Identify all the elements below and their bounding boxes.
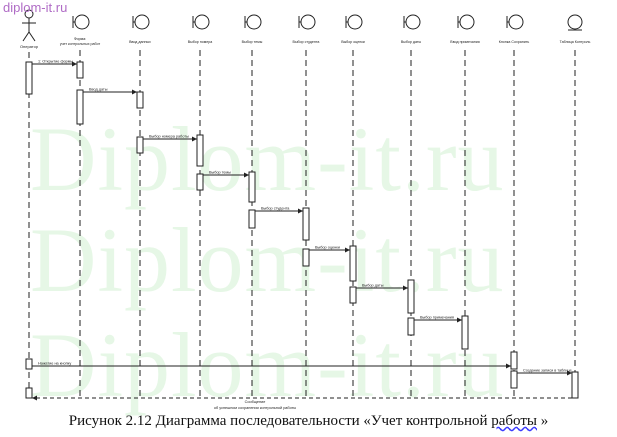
activation-box <box>407 279 415 314</box>
watermark-line-3: Diplom-it.ru <box>30 314 505 416</box>
activation-box <box>25 61 33 95</box>
figure-caption: Рисунок 2.12 Диаграмма последовательност… <box>0 413 617 430</box>
final-note-line-2: об успешном сохранении контрольной работ… <box>214 406 296 410</box>
arrow-head <box>403 285 408 291</box>
arrow-head <box>345 247 350 253</box>
lifeline-head-9 <box>506 14 524 30</box>
final-note-line-1: Сообщение <box>245 400 266 404</box>
lifeline-head-5 <box>298 14 316 30</box>
lifeline-label-1-a: Форма: <box>74 37 86 41</box>
boundary-icon <box>508 14 524 30</box>
caption-suffix: » <box>536 413 549 429</box>
boundary-icon <box>134 14 150 30</box>
activation-box <box>407 317 415 336</box>
activation-box <box>349 245 357 282</box>
arrow-head <box>192 136 197 142</box>
message-label-9: Нажатие на кнопку <box>38 362 71 366</box>
caption-prefix: Рисунок 2.12 Диаграмма последовательност… <box>68 413 492 429</box>
activation-box <box>510 370 518 389</box>
lifeline-head-6 <box>345 14 363 30</box>
activation-box <box>25 358 33 370</box>
activation-box <box>76 61 84 79</box>
boundary-icon <box>246 14 262 30</box>
activation-box <box>76 89 84 125</box>
lifeline-label-2: Ввод данных <box>129 40 151 44</box>
lifeline-label-5: Выбор студента <box>293 40 320 44</box>
activation-box <box>302 248 310 267</box>
lifeline-head-4 <box>244 14 262 30</box>
message-label-3: Выбор номера работы <box>149 135 189 139</box>
lifeline-label-9: Кнопка Сохранить <box>499 40 530 44</box>
site-watermark: diplom-it.ru <box>3 0 68 15</box>
lifeline-head-3 <box>192 14 210 30</box>
lifeline-label-6: Выбор оценки <box>341 40 365 44</box>
activation-box <box>136 91 144 109</box>
watermark-line-2: Diplom-it.ru <box>30 209 505 311</box>
message-label-7: Выбор даты <box>362 284 384 288</box>
arrow-head <box>132 89 137 95</box>
arrow-head <box>457 317 462 323</box>
boundary-icon <box>194 14 210 30</box>
lifeline-label-8: Ввод примечания <box>450 40 479 44</box>
message-label-10: Создание записи в таблице <box>523 369 572 373</box>
message-label-8: Выбор примечания <box>420 316 454 320</box>
activation-box <box>25 387 33 399</box>
activation-box <box>248 171 256 203</box>
boundary-icon <box>405 14 421 30</box>
lifeline-head-7 <box>403 14 421 30</box>
arrow-head <box>567 370 572 376</box>
arrow-head <box>506 363 511 369</box>
arrow-head <box>244 172 249 178</box>
boundary-icon <box>347 14 363 30</box>
lifeline-head-1 <box>72 14 90 30</box>
entity-icon <box>567 14 583 30</box>
boundary-icon <box>300 14 316 30</box>
activation-box <box>349 286 357 304</box>
actor-leg-left <box>22 31 30 42</box>
lifeline-head-2 <box>132 14 150 30</box>
actor-label: Оператор <box>20 44 39 49</box>
boundary-icon <box>74 14 90 30</box>
message-label-2: Ввод даты <box>89 88 108 92</box>
message-label-5: Выбор студента <box>261 207 290 211</box>
actor-icon <box>22 9 36 42</box>
arrow-head <box>72 61 77 67</box>
message-label-4: Выбор темы <box>209 171 231 175</box>
activation-box <box>571 371 579 399</box>
message-label-6: Выбор оценки <box>315 246 340 250</box>
activation-box <box>196 134 204 167</box>
caption-underlined-word: работы <box>491 413 537 429</box>
activation-box <box>196 173 204 191</box>
lifeline-head-10 <box>567 14 583 31</box>
lifeline-label-3: Выбор номера <box>188 40 212 44</box>
lifeline-label-7: Выбор даты <box>401 40 422 44</box>
lifeline-label-4: Выбор темы <box>242 40 263 44</box>
activation-box <box>248 209 256 229</box>
activation-box <box>461 315 469 350</box>
arrow-head <box>32 395 37 401</box>
arrow-head <box>298 208 303 214</box>
lifeline-label-1-b: учет контрольных работ <box>60 42 101 46</box>
boundary-icon <box>459 14 475 30</box>
activation-box <box>136 136 144 154</box>
activation-box <box>510 351 518 370</box>
lifeline-label-10: Таблица Контроль <box>560 40 591 44</box>
activation-box <box>302 207 310 241</box>
lifeline-head-8 <box>457 14 475 30</box>
message-label-1: 1: Открытие формы <box>38 60 73 64</box>
actor-leg-right <box>28 31 36 42</box>
watermark-line-1: Diplom-it.ru <box>30 108 505 210</box>
